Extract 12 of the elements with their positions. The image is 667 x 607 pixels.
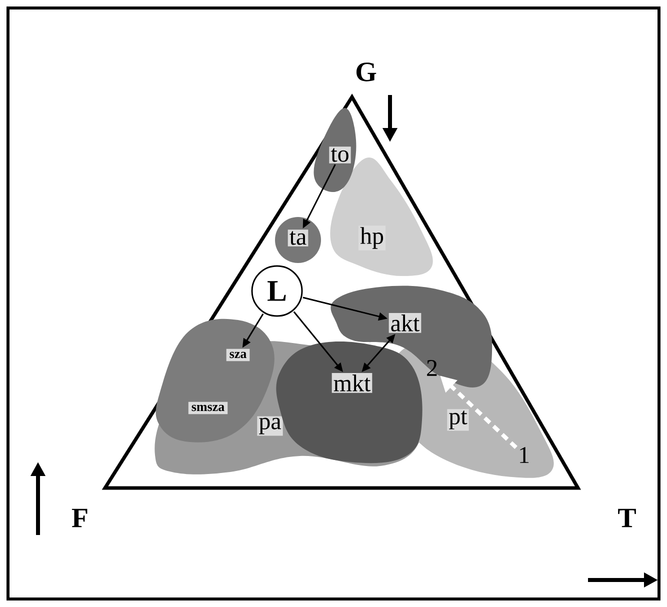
region-label: pt	[447, 409, 469, 431]
region-label: mkt	[332, 373, 372, 393]
region-number: 1	[520, 447, 529, 463]
axis-letter: G	[356, 62, 376, 82]
axis-letter: T	[618, 508, 636, 528]
region-label: to	[329, 146, 351, 164]
axis-letter: F	[72, 508, 88, 528]
region-label: hp	[358, 226, 386, 250]
region-label: akt	[388, 313, 422, 333]
region-label: ta	[288, 230, 308, 246]
region-label: pa	[257, 416, 283, 436]
circle-node: L	[251, 265, 303, 317]
